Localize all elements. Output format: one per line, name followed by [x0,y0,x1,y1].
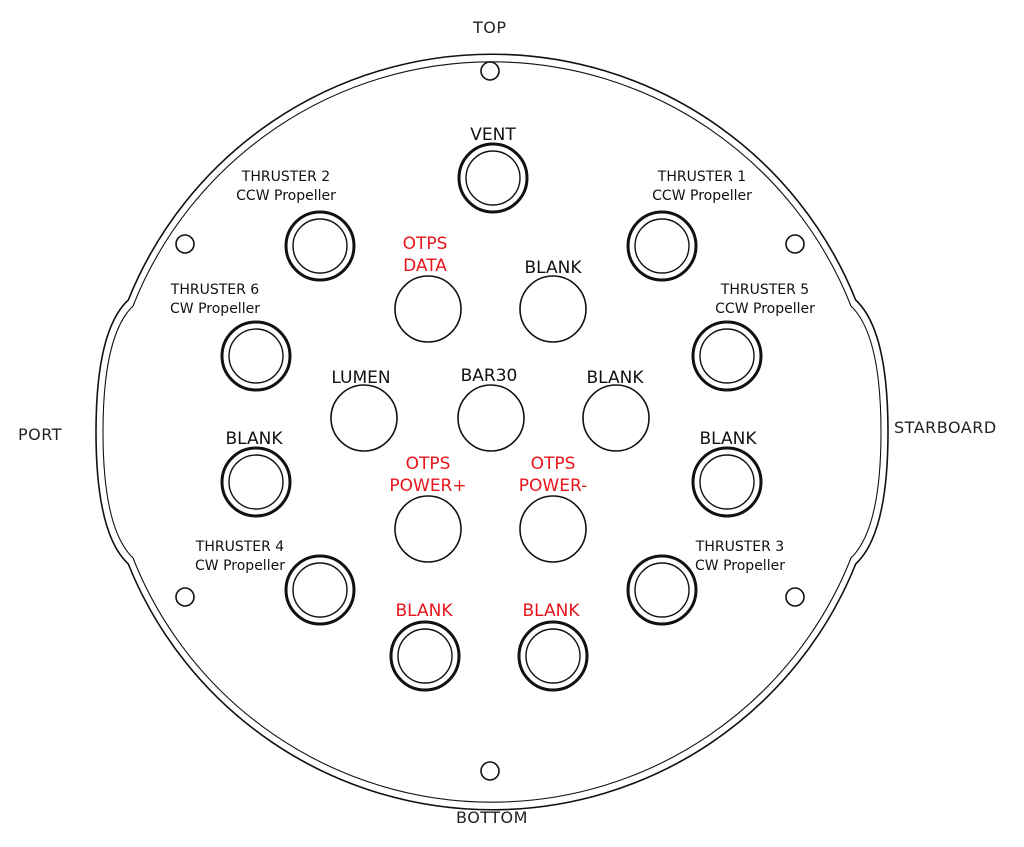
direction-bottom: BOTTOM [456,808,528,827]
label-blank-bottom-left: BLANK [395,601,453,621]
end-cap-inner-outline [102,61,882,803]
port-blank-bottom-right [517,620,589,692]
port-otps-data [394,275,462,343]
port-thruster-2 [284,210,356,282]
direction-top: TOP [473,18,507,37]
direction-starboard: STARBOARD [894,418,997,437]
label-lumen: LUMEN [331,368,391,388]
label-bar30: BAR30 [460,366,518,386]
label-vent: VENT [470,125,516,145]
mounting-hole-upper-right [785,234,805,254]
port-blank-upper-right [519,275,587,343]
direction-port: PORT [18,425,62,444]
port-thruster-1 [626,210,698,282]
port-thruster-6 [220,320,292,392]
mounting-hole-bottom [480,761,500,781]
port-blank-bottom-left [389,620,461,692]
port-blank-left [220,446,292,518]
label-blank-right: BLANK [699,429,757,449]
port-blank-mid-right [582,384,650,452]
label-blank-left: BLANK [225,429,283,449]
mounting-hole-upper-left [175,234,195,254]
end-cap-outline [95,53,889,811]
port-thruster-5 [691,320,763,392]
port-thruster-3 [626,554,698,626]
port-otps-power-plus [394,495,462,563]
port-otps-power-minus [519,495,587,563]
mounting-hole-lower-right [785,587,805,607]
mounting-hole-lower-left [175,587,195,607]
port-lumen [330,384,398,452]
mounting-hole-top [480,61,500,81]
label-blank-upper-right: BLANK [524,258,582,278]
port-vent [457,142,529,214]
label-blank-bottom-right: BLANK [522,601,580,621]
port-bar30 [457,384,525,452]
label-blank-mid-right: BLANK [586,368,644,388]
port-blank-right [691,446,763,518]
port-thruster-4 [284,554,356,626]
